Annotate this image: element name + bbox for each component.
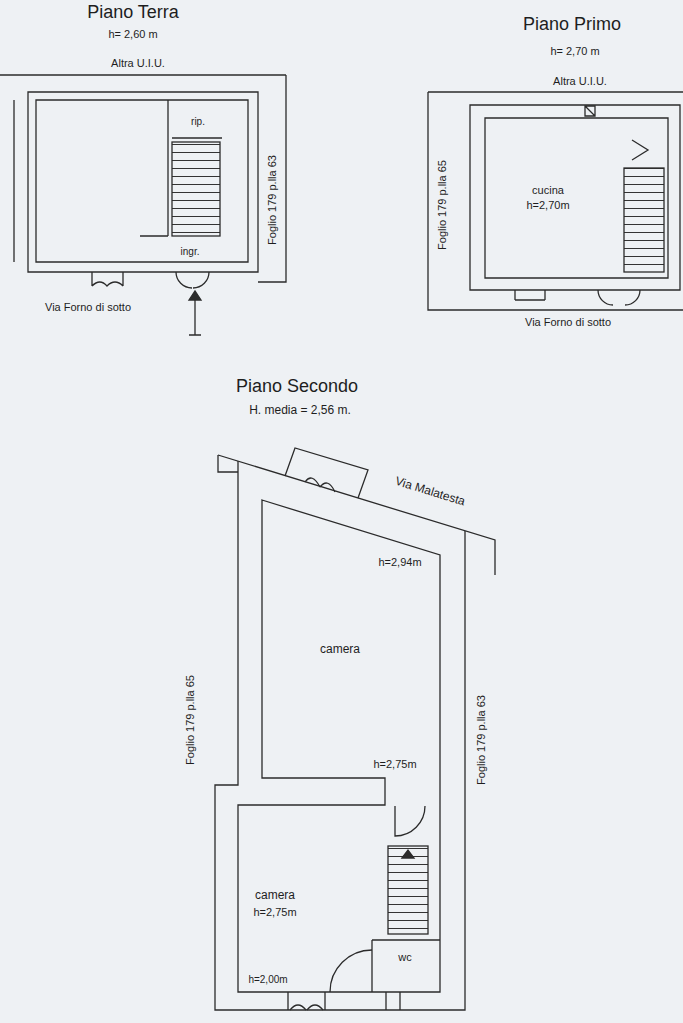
parcel-label: Foglio 179 p.lla 63 — [266, 155, 279, 245]
stair-arrow — [402, 850, 414, 858]
boundary-line — [0, 74, 286, 75]
room-text: h=2,70m — [526, 199, 569, 212]
door — [176, 272, 209, 288]
inner-wall — [36, 100, 248, 262]
arrow-head — [189, 291, 201, 300]
floor-plan: cucina h=2,70m Piano Primo h= 2,70 m — [420, 8, 683, 333]
boundary-line — [428, 91, 683, 92]
room-text: camera — [320, 643, 360, 657]
wc-wall — [372, 940, 440, 992]
window — [92, 272, 123, 286]
balcony-door — [305, 478, 335, 492]
plan-label: Via Forno di sotto — [525, 316, 611, 329]
plan-label: Altra U.I.U. — [111, 57, 165, 70]
plan-label: ingr. — [181, 246, 200, 258]
stair — [624, 168, 664, 272]
room-text: h=2,75m — [373, 758, 416, 771]
ground-floor-walls — [0, 75, 286, 335]
first-floor-walls — [428, 92, 683, 310]
wall-line — [13, 100, 14, 262]
door — [330, 950, 372, 992]
room-text: wc — [398, 951, 411, 964]
floor-heading: Piano Secondo — [236, 376, 358, 397]
door — [598, 290, 640, 305]
stair — [172, 142, 220, 236]
inner-wall — [238, 500, 440, 992]
floor-height: H. media = 2,56 m. — [249, 404, 351, 418]
flue — [585, 106, 595, 116]
window — [515, 290, 545, 300]
wall-stub — [218, 455, 238, 472]
inner-wall — [485, 118, 668, 278]
entry-arrow — [189, 292, 201, 335]
room-text: camera — [255, 889, 295, 903]
floor-height: h= 2,70 m — [550, 45, 599, 58]
plan-label: h=2,00m — [248, 974, 287, 986]
outer-wall — [470, 105, 680, 290]
boundary-line — [428, 92, 683, 310]
outer-wall — [28, 92, 258, 272]
room: camera h=2,75m — [238, 805, 385, 992]
window — [386, 992, 400, 1010]
plan-label: Altra U.I.U. — [553, 75, 607, 88]
window — [288, 992, 325, 1010]
room-text: cucina — [532, 184, 564, 197]
room: cucina h=2,70m — [487, 118, 620, 278]
floor-heading: Piano Terra — [87, 2, 179, 23]
parcel-label: Foglio 179 p.lla 65 — [184, 675, 197, 765]
stair-mark — [632, 140, 648, 160]
plan-label: rip. — [191, 116, 205, 128]
parcel-label: Foglio 179 p.lla 65 — [436, 160, 449, 250]
plan-label: Via Forno di sotto — [45, 301, 131, 314]
partition — [140, 100, 222, 236]
balcony — [285, 448, 368, 498]
parcel-label: Foglio 179 p.lla 63 — [475, 695, 488, 785]
floor-plan: Piano Terra h= 2,60 m — [0, 0, 300, 340]
floor-plan: h=2,94m camera h=2,75m camera h=2,75m wc Piano… — [170, 372, 500, 1020]
boundary-line — [258, 75, 286, 282]
stair — [388, 846, 428, 934]
plan-label: Via Malatesta — [393, 475, 466, 509]
outer-wall — [218, 455, 495, 575]
room-text: h=2,94m — [378, 556, 421, 569]
room-text: h=2,75m — [253, 906, 296, 919]
floor-height: h= 2,60 m — [108, 28, 157, 41]
outer-wall — [215, 461, 465, 1010]
door — [395, 806, 425, 836]
floor-heading: Piano Primo — [523, 14, 621, 35]
second-floor-walls — [215, 448, 495, 1010]
room: wc — [372, 940, 440, 990]
room: h=2,94m camera h=2,75m — [262, 500, 440, 778]
